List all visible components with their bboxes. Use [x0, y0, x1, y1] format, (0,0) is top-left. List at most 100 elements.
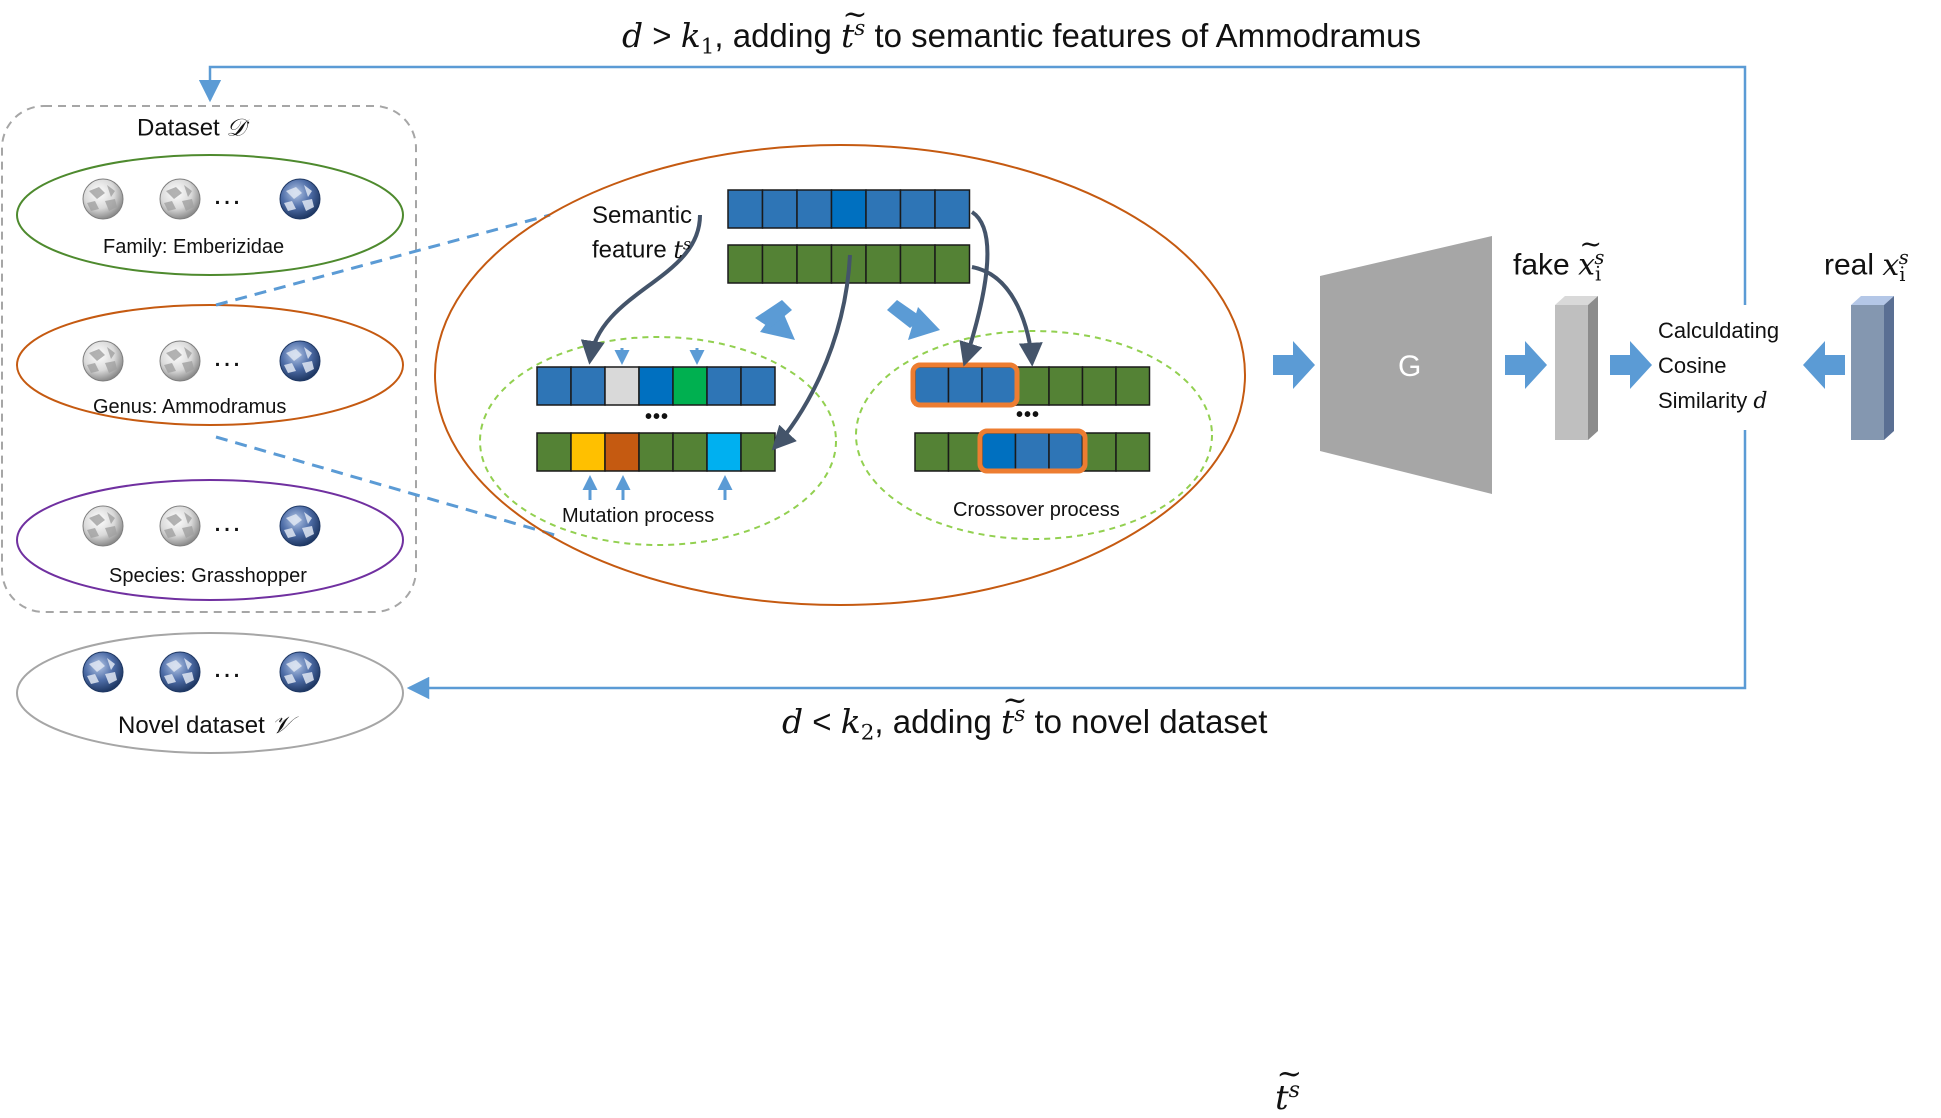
mutation-green-cell — [536, 432, 572, 472]
bottom-cond-var: d — [782, 701, 804, 741]
mutation-green-cell — [638, 432, 674, 472]
crossover-bottom-cell — [947, 432, 983, 472]
semantic-vector-green — [727, 244, 971, 284]
mutation-blue-cell — [638, 366, 674, 406]
mutation-green-cell — [672, 432, 708, 472]
bottom-cond-op: < — [812, 702, 832, 740]
genus-ellipsis: … — [212, 340, 242, 373]
mutation-blue-cell — [570, 366, 606, 406]
bottom-feedback-caption: d < k2, adding ts to novel dataset — [782, 686, 1268, 744]
top-cond-var: d — [622, 15, 644, 55]
top-feedback-caption: d > k1, adding ts to semantic features o… — [622, 0, 1422, 60]
crossover-top-cell — [1014, 366, 1050, 406]
top-threshold: k1 — [680, 15, 715, 60]
mutation-label: Mutation process — [562, 505, 715, 527]
split-arrows — [755, 300, 940, 340]
crossover-top-cell — [947, 366, 983, 406]
generator-input-t: ts — [1275, 1060, 1302, 1115]
pipeline-arrows — [1273, 341, 1845, 389]
mutation-green-cell — [570, 432, 606, 472]
top-t-tilde: ts — [841, 0, 868, 52]
mutation-blue-cell — [604, 366, 640, 406]
mutation-point-arrows — [582, 348, 733, 500]
semantic-green-cell — [934, 244, 971, 284]
semantic-blue-cell — [727, 189, 764, 229]
semantic-label-line2: feature ts — [592, 235, 692, 264]
similarity-line2: Cosine — [1658, 353, 1727, 378]
semantic-blue-cell — [865, 189, 902, 229]
species-label: Species: Grasshopper — [109, 565, 307, 587]
bottom-t-tilde: ts — [1001, 686, 1028, 738]
semantic-label-line1: Semantic — [592, 202, 693, 229]
genus-ellipse — [16, 304, 404, 426]
semantic-t-symbol: ts — [673, 235, 692, 264]
generator-shape — [1320, 236, 1492, 494]
crossover-bottom-cell — [1014, 432, 1050, 472]
novel-ellipse — [16, 632, 404, 754]
mutation-blue-cell — [706, 366, 742, 406]
semantic-green-cell — [796, 244, 833, 284]
family-ellipsis: … — [212, 178, 242, 211]
semantic-blue-cell — [830, 189, 867, 229]
novel-globes — [82, 651, 321, 693]
semantic-blue-cell — [796, 189, 833, 229]
novel-symbol: 𝒱 — [271, 711, 292, 739]
novel-title: Novel dataset 𝒱 — [118, 711, 292, 739]
crossover-bottom-cell — [914, 432, 950, 472]
dataset-container — [1, 105, 417, 613]
fake-x-symbol: xis — [1578, 231, 1604, 284]
mutation-blue-cell — [536, 366, 572, 406]
species-ellipsis: … — [212, 505, 242, 538]
diagram-svg — [1, 65, 1894, 754]
semantic-green-cell — [761, 244, 798, 284]
crossover-top-cell — [1081, 366, 1117, 406]
crossover-bottom-cell — [1115, 432, 1151, 472]
mutation-green-cell — [604, 432, 640, 472]
semantic-green-cell — [865, 244, 902, 284]
semantic-vector-blue — [727, 189, 971, 229]
similarity-line1: Calculdating — [1658, 318, 1780, 343]
zoom-line-top — [215, 213, 551, 307]
genetic-ellipse — [434, 144, 1246, 606]
crossover-top-cell — [981, 366, 1017, 406]
crossover-vector-bottom — [914, 432, 1151, 472]
mutation-vector-blue — [536, 366, 776, 406]
bottom-target-text: to novel dataset — [1034, 702, 1268, 740]
mutation-blue-cell — [740, 366, 776, 406]
crossover-ellipse — [855, 330, 1213, 540]
similarity-line3: Similarity d — [1658, 388, 1768, 414]
gene-flow-arrows — [580, 210, 1043, 451]
mutation-green-cell — [740, 432, 776, 472]
family-label: Family: Emberizidae — [103, 236, 285, 258]
mutation-green-cell — [706, 432, 742, 472]
family-ellipse — [16, 154, 404, 276]
crossover-bottom-cell — [981, 432, 1017, 472]
semantic-blue-cell — [899, 189, 936, 229]
bottom-adding-text: , adding — [874, 702, 992, 740]
real-label: real xis — [1824, 246, 1909, 286]
crossover-highlight-bottom — [977, 428, 1088, 474]
generator-label: G — [1398, 350, 1422, 383]
mutation-ellipse — [479, 336, 837, 546]
mutation-vector-green — [536, 432, 776, 472]
crossover-bottom-cell — [1048, 432, 1084, 472]
family-globes — [82, 178, 321, 220]
genus-globes — [82, 340, 321, 382]
top-target-text: to semantic features of Ammodramus — [874, 16, 1422, 54]
fake-label: fake xis — [1513, 231, 1604, 284]
novel-ellipsis: … — [212, 651, 242, 684]
mutation-blue-cell — [672, 366, 708, 406]
semantic-green-cell — [899, 244, 936, 284]
bottom-feedback-line — [406, 430, 1747, 700]
mutation-dots: ••• — [645, 406, 670, 428]
top-feedback-line — [198, 65, 1747, 305]
diagram-canvas: d > k1, adding ts to semantic features o… — [0, 0, 1941, 762]
semantic-blue-cell — [934, 189, 971, 229]
crossover-top-cell — [914, 366, 950, 406]
dataset-title: Dataset 𝒟· — [137, 112, 252, 142]
crossover-bottom-cell — [1081, 432, 1117, 472]
dataset-symbol: 𝒟 — [226, 113, 246, 142]
zoom-line-bottom — [215, 435, 556, 537]
similarity-d: d — [1753, 389, 1768, 414]
semantic-blue-cell — [761, 189, 798, 229]
